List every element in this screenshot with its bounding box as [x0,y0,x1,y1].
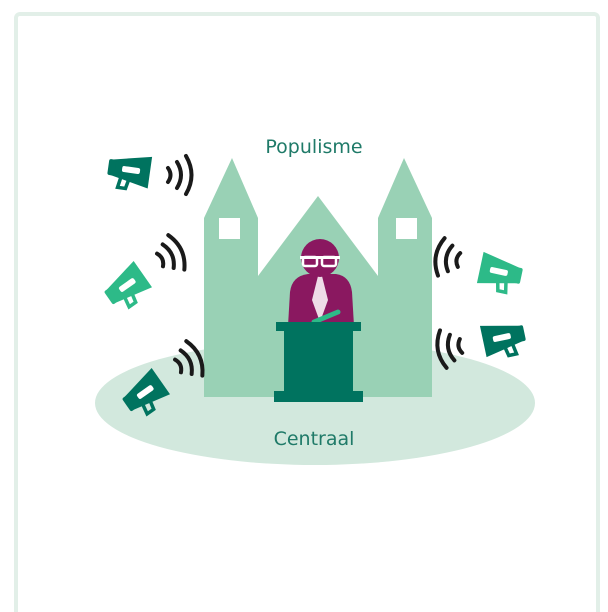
speaker-figure-icon [288,239,354,326]
sound-waves-icon [173,339,205,378]
sound-waves-icon [433,236,463,278]
megaphone-icon [479,325,526,358]
megaphone-icon [476,251,523,295]
megaphone-icon [104,261,153,310]
populism-diagram: Populisme Centraal [95,136,535,465]
sound-waves-icon [435,328,465,370]
megaphone-icon [122,368,171,417]
window-left [219,218,240,239]
megaphone-icon [107,156,153,191]
label-centraal: Centraal [274,428,355,450]
label-populisme: Populisme [265,136,362,158]
podium-icon [274,322,363,402]
sound-waves-icon [155,233,187,272]
sound-waves-icon [166,154,194,196]
window-right [396,218,417,239]
